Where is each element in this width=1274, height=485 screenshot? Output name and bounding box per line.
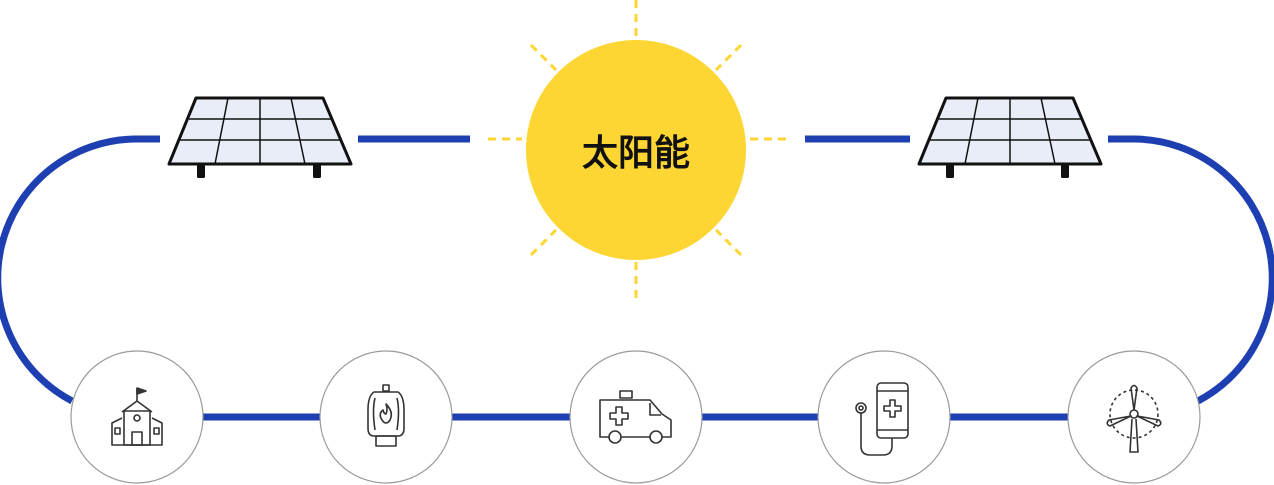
sun-ray-bottom-right: [714, 228, 743, 257]
node-gas-lantern: [319, 350, 453, 484]
sun-ray-bottom-left: [529, 228, 558, 257]
sun-ray-top-right: [714, 43, 743, 72]
sun-ray-top-left: [529, 43, 558, 72]
solar-panel-icon: [167, 96, 353, 178]
connector-left-loop: [0, 135, 160, 405]
node-ambulance: [569, 350, 703, 484]
node-wind-turbine: [1067, 350, 1201, 484]
sun-label: 太阳能: [582, 133, 690, 174]
sun-disc: [526, 40, 746, 260]
connector-right-loop: [1108, 135, 1274, 405]
ambulance-icon: [600, 391, 671, 443]
sun: 太阳能: [526, 40, 746, 260]
node-school: [70, 350, 204, 484]
school-building-icon: [112, 388, 162, 445]
mobile-health-stethoscope-icon: [856, 383, 908, 455]
node-mobile-health: [817, 350, 951, 484]
solar-panel-left: [167, 96, 353, 178]
gas-lantern-icon: [368, 385, 404, 446]
wind-turbine-icon: [1107, 386, 1161, 453]
solar-panel-icon: [917, 96, 1103, 178]
sun-rays: [488, 0, 786, 300]
bottom-nodes: [70, 350, 1201, 484]
solar-panel-right: [917, 96, 1103, 178]
connector-lines: [0, 135, 1274, 421]
